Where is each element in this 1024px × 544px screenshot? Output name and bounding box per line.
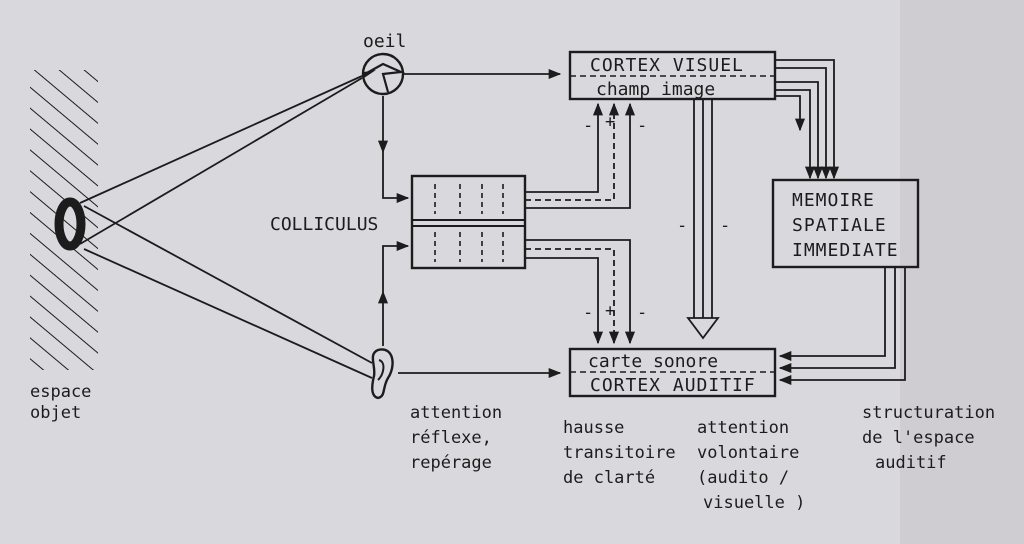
oeil-label: oeil bbox=[363, 31, 406, 52]
sign-minus: - bbox=[637, 116, 647, 136]
carte-sonore-label: carte sonore bbox=[588, 351, 718, 372]
sign-plus: + bbox=[605, 112, 615, 132]
memoire-box bbox=[771, 178, 920, 269]
espace-objet-line-1: espace bbox=[30, 382, 91, 402]
sign-minus: - bbox=[583, 303, 593, 323]
caption-reflexe-2: réflexe, bbox=[410, 428, 492, 448]
champ-image-label: champ image bbox=[596, 79, 715, 100]
caption-reflexe-3: repérage bbox=[410, 453, 492, 473]
cortex-auditif-label: CORTEX AUDITIF bbox=[590, 375, 756, 396]
caption-hausse-1: hausse bbox=[563, 418, 624, 438]
sign-plus: + bbox=[605, 301, 615, 321]
ear-icon bbox=[371, 348, 394, 400]
eye-icon bbox=[361, 52, 406, 96]
pathway-signs: - + - - + - - - bbox=[583, 112, 730, 323]
memory-to-auditory bbox=[778, 267, 906, 386]
sign-minus: - bbox=[677, 216, 687, 236]
hatching-edge-mask bbox=[98, 70, 114, 370]
caption-volontaire-3: (audito / bbox=[697, 468, 789, 488]
sign-minus: - bbox=[637, 303, 647, 323]
visual-to-auditory-pathway bbox=[686, 99, 720, 340]
caption-structuration-3: auditif bbox=[875, 453, 947, 473]
caption-volontaire-1: attention bbox=[697, 418, 789, 438]
caption-structuration-1: structuration bbox=[862, 403, 995, 423]
sign-minus: - bbox=[720, 216, 730, 236]
memoire-line-3: IMMEDIATE bbox=[792, 240, 899, 261]
caption-volontaire-4: visuelle ) bbox=[703, 493, 805, 513]
memoire-line-1: MEMOIRE bbox=[792, 190, 875, 211]
ear-pathways bbox=[377, 240, 562, 379]
page-edge bbox=[900, 0, 1024, 544]
espace-objet-line-2: objet bbox=[30, 403, 81, 423]
colliculus-to-auditory bbox=[525, 239, 636, 345]
object-ring bbox=[54, 197, 86, 251]
colliculus-to-visual bbox=[525, 102, 636, 209]
caption-hausse-2: transitoire bbox=[563, 443, 676, 463]
caption-hausse-3: de clarté bbox=[563, 468, 655, 488]
caption-volontaire-2: volontaire bbox=[697, 443, 799, 463]
caption-reflexe-1: attention bbox=[410, 403, 502, 423]
perception-lines bbox=[79, 75, 373, 379]
colliculus-label: COLLICULUS bbox=[270, 214, 378, 235]
cortex-auditif-box bbox=[568, 347, 777, 398]
sign-minus: - bbox=[583, 116, 593, 136]
visual-to-memory bbox=[775, 59, 840, 180]
cortex-visuel-label: CORTEX VISUEL bbox=[590, 55, 744, 76]
colliculus-box bbox=[410, 174, 527, 270]
cortex-visuel-box bbox=[568, 50, 777, 101]
eye-pathways bbox=[377, 68, 562, 204]
caption-structuration-2: de l'espace bbox=[862, 428, 975, 448]
memoire-line-2: SPATIALE bbox=[792, 215, 887, 236]
